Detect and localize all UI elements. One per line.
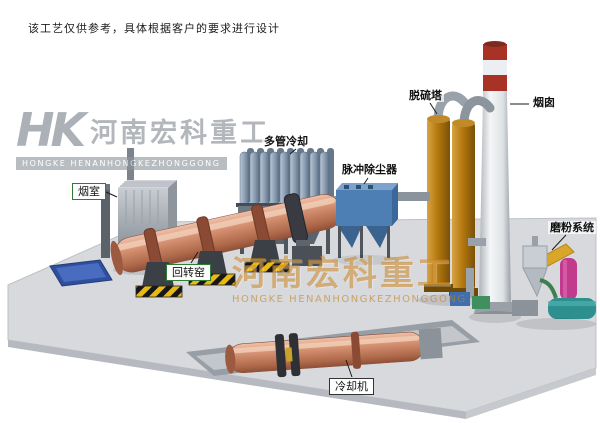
milling-system-graphic: [512, 236, 596, 330]
cooler-tube-row-front: [239, 151, 330, 209]
chimney-band-red: [483, 44, 507, 60]
label-desulfurization-tower: 脱硫塔: [407, 89, 444, 102]
label-milling-system: 磨粉系统: [548, 221, 596, 234]
label-cooling-machine: 冷却机: [329, 378, 374, 395]
label-pulse-dust-collector: 脉冲除尘器: [340, 163, 399, 176]
cooler-ring: [288, 333, 301, 377]
kiln-supports-graphic: [135, 240, 322, 298]
label-rotary-kiln: 回转窑: [166, 264, 211, 281]
leader-lines: [105, 102, 567, 378]
label-smoke-chamber: 烟室: [72, 183, 106, 200]
cooler-ring: [274, 334, 287, 378]
chimney-band-white: [483, 60, 507, 75]
fan-units-graphic: [450, 268, 490, 309]
hazard-stripe-block: [135, 285, 183, 298]
label-chimney: 烟囱: [531, 96, 557, 109]
pulse-dust-collector-graphic: [332, 183, 430, 265]
cooler-discharge-box: [418, 327, 443, 360]
label-multi-tube-cooler: 多管冷却: [262, 135, 310, 148]
cooling-machine-graphic: [225, 327, 443, 378]
disclaimer-text: 该工艺仅供参考，具体根据客户的要求进行设计: [28, 22, 280, 35]
chimney-band-red: [483, 75, 507, 91]
kiln-drive-motor: [292, 246, 322, 266]
hazard-stripe-block: [244, 261, 290, 273]
rotary-kiln-graphic: [110, 193, 343, 276]
